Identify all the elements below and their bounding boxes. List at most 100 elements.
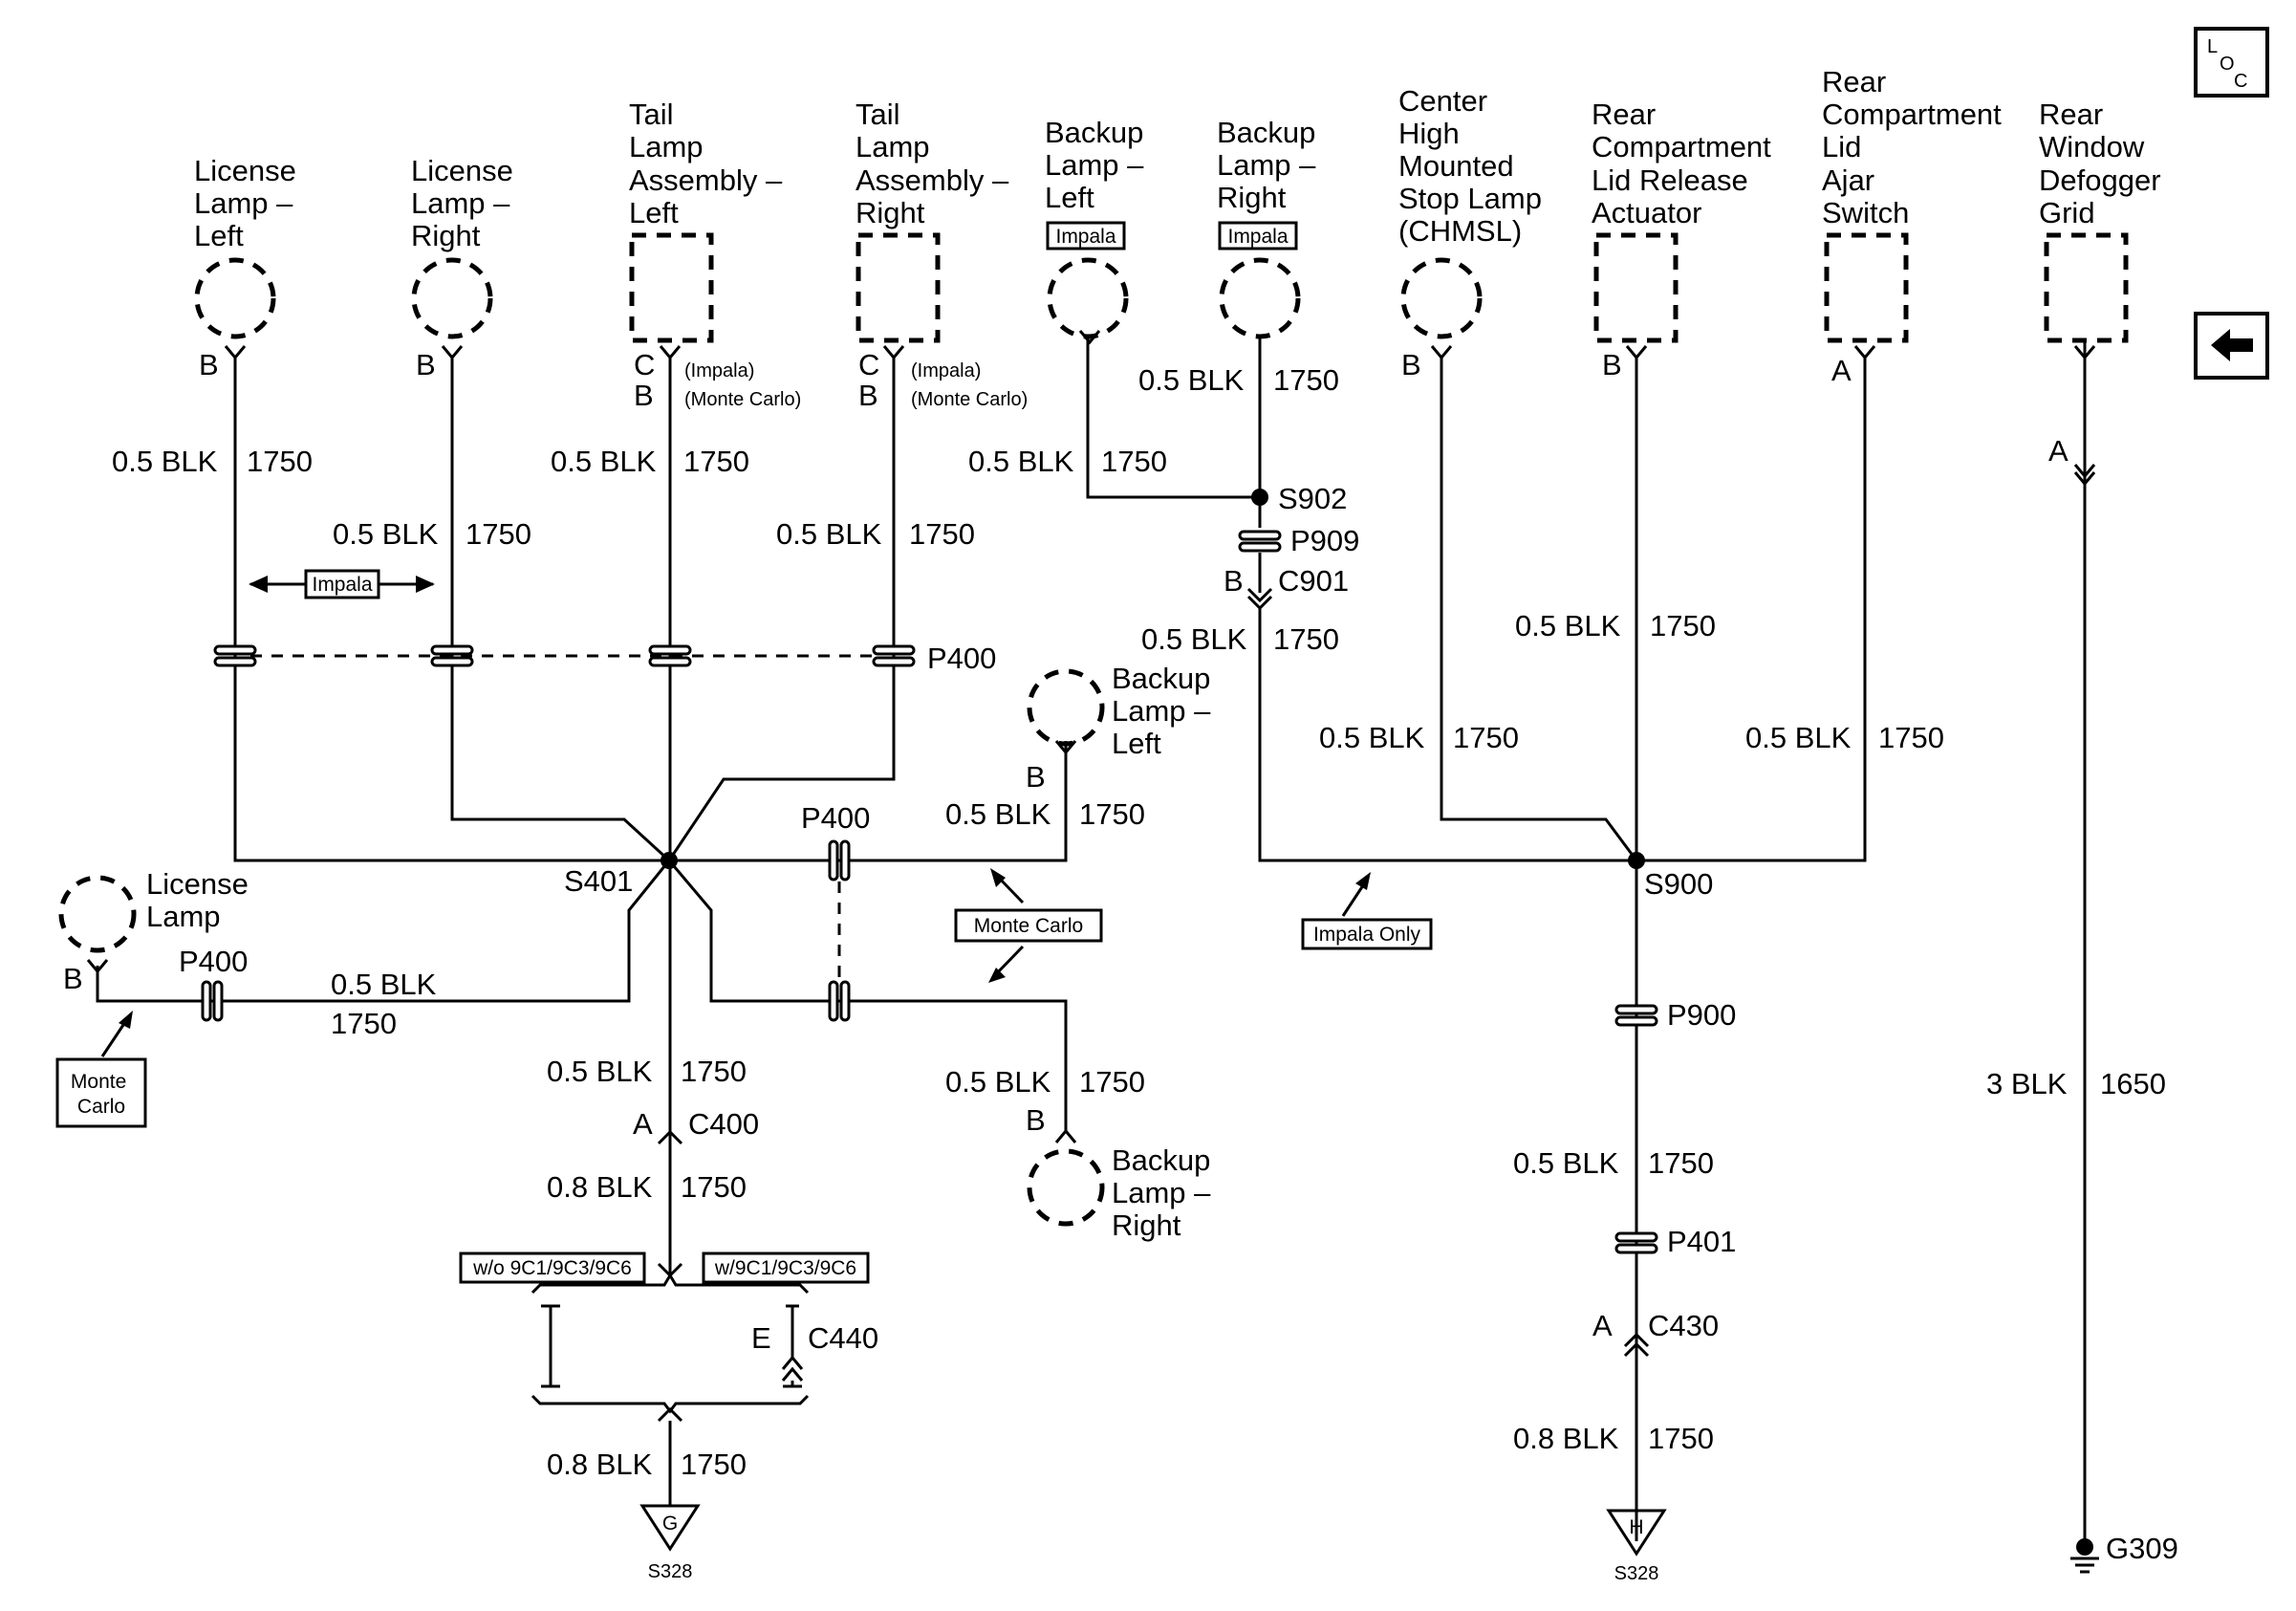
pin-b-tail-left: B bbox=[634, 379, 654, 412]
wire-license-mc bbox=[96, 860, 671, 1003]
option-w-9c-tag bbox=[702, 1252, 870, 1284]
g309-ground-symbol bbox=[2070, 1557, 2099, 1574]
svg-text:0.5 BLK: 0.5 BLK bbox=[968, 445, 1074, 478]
option-wo-9c-text: w/o 9C1/9C3/9C6 bbox=[472, 1257, 632, 1279]
license-lamp-mc-symbol bbox=[58, 875, 137, 953]
option-wo-9c-tag bbox=[459, 1252, 646, 1284]
svg-text:0.8 BLK: 0.8 BLK bbox=[1513, 1422, 1619, 1455]
g309-label: G309 bbox=[2106, 1532, 2178, 1565]
p400-connector-license-mc bbox=[201, 980, 224, 1022]
p900-connector bbox=[1614, 1004, 1658, 1027]
lid-ajar-symbol bbox=[1824, 232, 1909, 343]
svg-text:1750: 1750 bbox=[683, 445, 749, 478]
p900-label: P900 bbox=[1667, 998, 1736, 1032]
svg-text:1650: 1650 bbox=[2100, 1067, 2166, 1100]
lid-release-label: Rear Compartment Lid Release Actuator bbox=[1592, 98, 1779, 229]
jumper-wo-9c bbox=[541, 1304, 560, 1388]
s401-label: S401 bbox=[564, 864, 633, 898]
license-lamp-mc-label: License Lamp bbox=[146, 867, 256, 933]
arrow-left-icon bbox=[2211, 329, 2253, 361]
backup-lamp-left-mc-symbol bbox=[1027, 668, 1105, 747]
p400-label-top: P400 bbox=[927, 642, 996, 675]
impala-only-text: Impala Only bbox=[1313, 924, 1421, 946]
pin-a-c430: A bbox=[1592, 1309, 1613, 1342]
pin-b-chmsl: B bbox=[1401, 348, 1421, 381]
c400-label: C400 bbox=[688, 1107, 759, 1141]
wire-chmsl bbox=[1440, 356, 1638, 861]
backup-lamp-left-top-label: Backup Lamp – Left bbox=[1045, 116, 1152, 214]
s902-label: S902 bbox=[1278, 482, 1347, 515]
svg-text:0.5 BLK: 0.5 BLK bbox=[112, 445, 218, 478]
impala-tag-span bbox=[304, 569, 380, 599]
p401-connector bbox=[1614, 1231, 1658, 1254]
svg-text:0.5 BLK: 0.5 BLK bbox=[551, 445, 657, 478]
wire-backup-left-mc bbox=[669, 741, 1068, 862]
license-lamp-right-label: License Lamp – Right bbox=[411, 154, 521, 252]
pin-a-defogger: A bbox=[2048, 434, 2069, 468]
svg-text:0.5 BLK: 0.5 BLK bbox=[1138, 363, 1245, 397]
tail-lamp-left-symbol bbox=[629, 232, 714, 343]
svg-text:0.5 BLK: 0.5 BLK bbox=[945, 1065, 1051, 1099]
svg-text:0.5 BLK: 0.5 BLK bbox=[1319, 721, 1425, 754]
wire-labels: 0.5 BLK 1750 0.5 BLK 1750 0.5 BLK 1750 0… bbox=[112, 363, 2166, 1481]
wire-license-left bbox=[233, 356, 669, 862]
svg-text:1750: 1750 bbox=[681, 1055, 747, 1088]
c440-label: C440 bbox=[808, 1321, 878, 1355]
wire-tail-right bbox=[667, 356, 896, 861]
p400-connector-row bbox=[213, 644, 916, 667]
monte-carlo-lower-tag bbox=[55, 1057, 147, 1128]
svg-text:1750: 1750 bbox=[681, 1448, 747, 1481]
c400-connector bbox=[657, 1129, 683, 1145]
pin-b-tail-right: B bbox=[858, 379, 878, 412]
p400-label-license-mc: P400 bbox=[179, 945, 248, 978]
pin-a-lid-ajar: A bbox=[1831, 354, 1852, 387]
wire-backup-left-top bbox=[1086, 337, 1260, 499]
p400-label-mc: P400 bbox=[801, 801, 870, 835]
pin-b-backup-left-mc: B bbox=[1026, 760, 1046, 794]
svg-text:1750: 1750 bbox=[681, 1170, 747, 1204]
lid-release-symbol bbox=[1593, 232, 1679, 343]
license-lamp-left-symbol bbox=[194, 257, 276, 339]
back-button[interactable] bbox=[2194, 312, 2269, 380]
loc-button[interactable]: L O C bbox=[2194, 27, 2269, 98]
license-lamp-right-symbol bbox=[411, 257, 493, 339]
ground-h-letter: H bbox=[1629, 1516, 1643, 1538]
pin-b-c901: B bbox=[1224, 564, 1244, 598]
svg-text:1750: 1750 bbox=[1878, 721, 1944, 754]
pin-b-lid-release: B bbox=[1602, 348, 1622, 381]
svg-text:1750: 1750 bbox=[1273, 363, 1339, 397]
tail-lamp-right-label: Tail Lamp Assembly – Right bbox=[856, 98, 1017, 229]
svg-text:1750: 1750 bbox=[909, 517, 975, 551]
ground-g-symbol bbox=[639, 1504, 701, 1552]
c430-connector bbox=[1623, 1332, 1650, 1358]
wire-lid-ajar bbox=[1636, 356, 1867, 862]
c440-connector bbox=[781, 1304, 804, 1388]
pin-note-impala-right: (Impala) bbox=[911, 360, 981, 381]
svg-text:C: C bbox=[2234, 71, 2247, 92]
svg-text:3 BLK: 3 BLK bbox=[1986, 1067, 2068, 1100]
wire-license-right bbox=[450, 356, 671, 862]
svg-text:0.5 BLK: 0.5 BLK bbox=[945, 797, 1051, 831]
svg-text:1750: 1750 bbox=[1079, 1065, 1145, 1099]
svg-text:L: L bbox=[2207, 36, 2218, 57]
ground-h-symbol bbox=[1606, 1509, 1667, 1557]
svg-text:O: O bbox=[2220, 54, 2235, 75]
p909-connector bbox=[1238, 530, 1282, 553]
pin-c-tail-left: C bbox=[634, 348, 655, 381]
c901-connector bbox=[1246, 553, 1273, 611]
pin-e-c440: E bbox=[751, 1321, 771, 1355]
svg-text:0.5 BLK: 0.5 BLK bbox=[333, 517, 439, 551]
defogger-pin-a bbox=[2073, 464, 2096, 487]
pin-note-monte-right: (Monte Carlo) bbox=[911, 389, 1028, 410]
svg-text:1750: 1750 bbox=[1273, 622, 1339, 656]
pin-note-impala-left: (Impala) bbox=[684, 360, 754, 381]
svg-text:0.5 BLK: 0.5 BLK bbox=[1515, 609, 1621, 642]
pin-b-license-mc: B bbox=[63, 962, 83, 995]
svg-text:0.5 BLK: 0.5 BLK bbox=[1745, 721, 1852, 754]
backup-lamp-left-mc-label: Backup Lamp – Left bbox=[1112, 662, 1219, 760]
p401-label: P401 bbox=[1667, 1225, 1736, 1258]
pin-c-tail-right: C bbox=[858, 348, 879, 381]
chmsl-symbol bbox=[1400, 257, 1483, 339]
wire-backup-right-mc bbox=[667, 860, 1068, 1133]
svg-text:0.8 BLK: 0.8 BLK bbox=[547, 1170, 653, 1204]
